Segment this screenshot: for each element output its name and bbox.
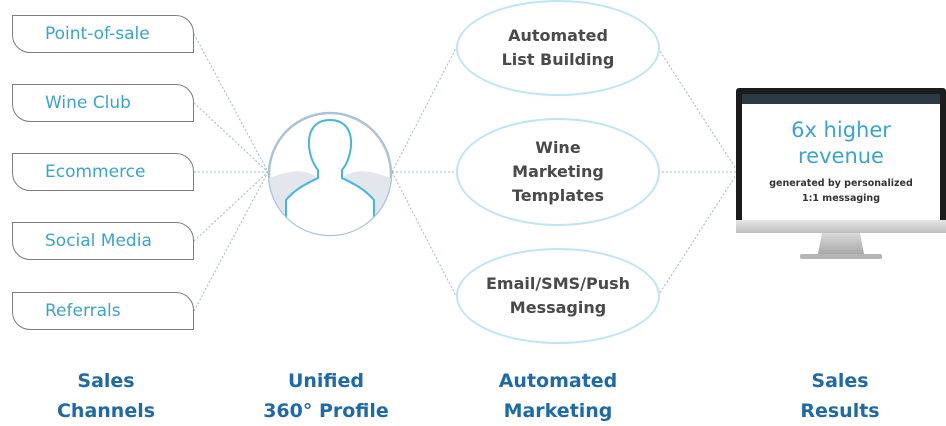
column-label-sales-results: Sales Results [770,366,910,426]
result-caption-1: generated by personalized [769,178,913,189]
channel-social-media: Social Media [12,222,194,260]
column-label-sales-results-line1: Sales [811,370,869,392]
result-caption-2: 1:1 messaging [801,193,880,204]
column-label-sales-channels-line2: Channels [56,400,156,422]
column-label-sales-channels-line1: Sales [77,370,135,392]
column-label-unified-profile-line1: Unified [287,370,365,392]
marketing-messaging-line1: Email/SMS/Push [485,274,631,293]
column-label-sales-results-line2: Results [800,400,880,422]
column-label-automated-marketing-line2: Marketing [503,400,613,422]
marketing-messaging-line2: Messaging [509,298,607,317]
column-label-unified-profile: Unified 360° Profile [246,366,406,426]
result-headline-2: revenue [798,144,884,168]
column-label-unified-profile-line2: 360° Profile [263,400,389,422]
marketing-list-building-line1: Automated [508,26,608,45]
column-label-sales-channels: Sales Channels [36,366,176,426]
marketing-templates-line2: Marketing [512,162,604,181]
marketing-list-building-line2: List Building [501,50,615,69]
result-headline-1: 6x higher [791,118,891,142]
channel-point-of-sale: Point-of-sale [12,15,194,53]
marketing-templates-line1: Wine [535,138,581,157]
channel-ecommerce: Ecommerce [12,153,194,191]
channel-referrals: Referrals [12,292,194,330]
person-silhouette-icon [267,111,393,237]
marketing-templates-line3: Templates [511,186,605,205]
column-label-automated-marketing-line1: Automated [498,370,618,392]
computer-monitor-icon [736,88,946,259]
column-label-automated-marketing: Automated Marketing [478,366,638,426]
channel-wine-club: Wine Club [12,84,194,122]
